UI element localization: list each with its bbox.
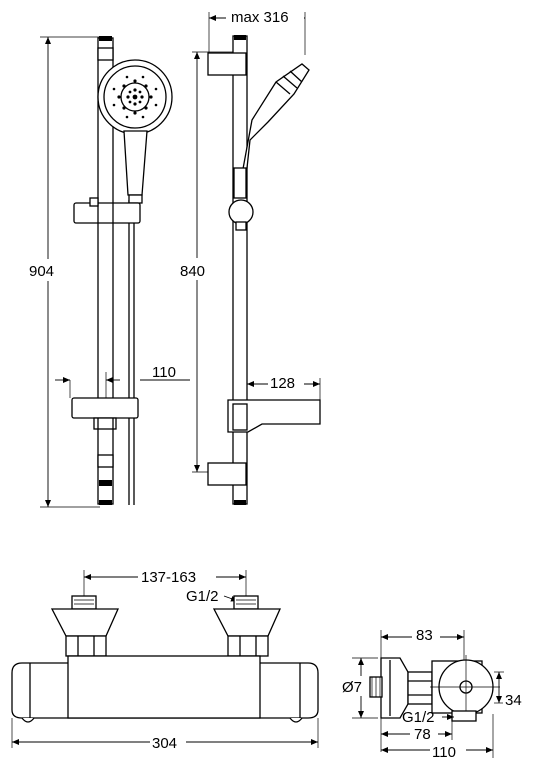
soap-dish <box>71 397 139 430</box>
dim-904-label: 904 <box>29 263 54 280</box>
dim-110-rail-label: 110 <box>152 364 176 381</box>
dim-304-label: 304 <box>152 735 177 752</box>
side-view-rail-kit: max 316 840 128 <box>176 6 321 505</box>
dim-128-label: 128 <box>270 375 295 392</box>
dim-34-label: 34 <box>505 692 522 709</box>
front-view-rail-kit: 904 <box>26 36 190 508</box>
thermostatic-valve-front: 137-163 G1/2 304 <box>11 567 319 752</box>
thread-g12-label: G1/2 <box>186 588 219 605</box>
dim-78-label: 78 <box>414 726 431 743</box>
dim-110-side-label: 110 <box>432 744 456 761</box>
dim-137-163-label: 137-163 <box>141 569 196 586</box>
rail-slider <box>73 197 141 224</box>
hand-shower-head <box>97 59 173 204</box>
dim-83-label: 83 <box>416 627 433 644</box>
thermostatic-valve-side: 83 Ø7 34 G1/2 <box>342 624 527 761</box>
thread-g12-side-label: G1/2 <box>402 709 435 726</box>
soap-dish-side <box>227 399 321 433</box>
dim-diameter-7-label: Ø7 <box>342 679 362 696</box>
dim-840-label: 840 <box>180 263 205 280</box>
dim-max-316-label: max 316 <box>231 9 289 26</box>
